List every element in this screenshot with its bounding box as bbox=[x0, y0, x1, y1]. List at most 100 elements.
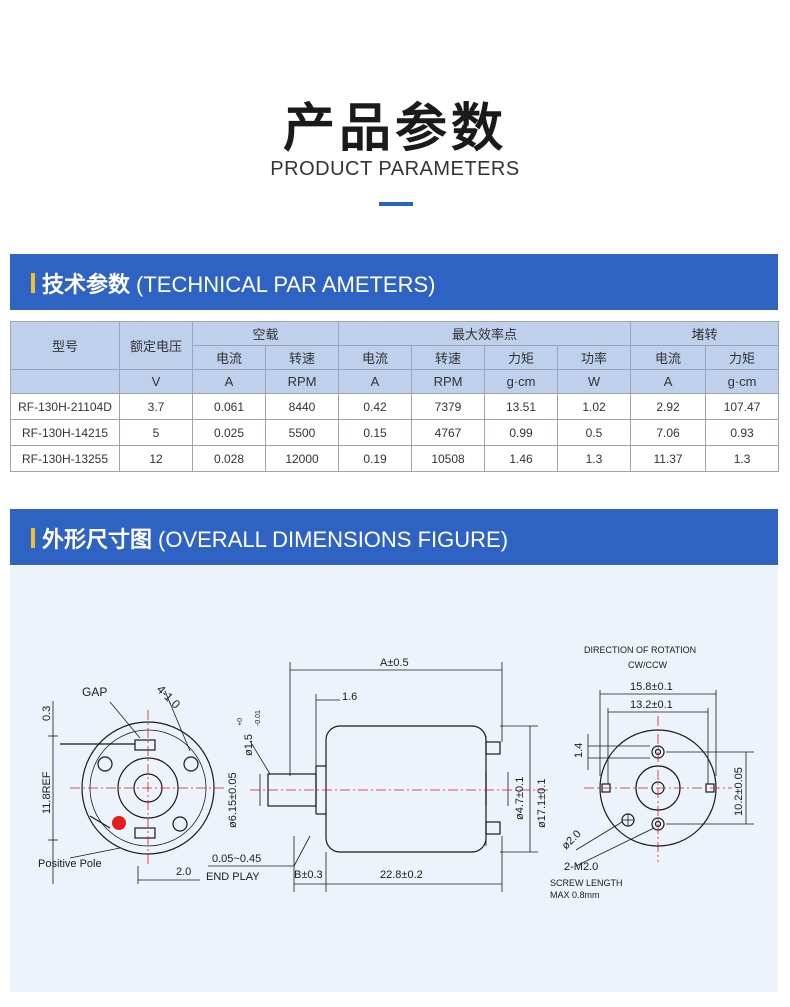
header-cell: 电流 bbox=[338, 345, 413, 370]
table-cell: RF-130H-14215 bbox=[10, 419, 120, 446]
table-units-row: V A RPM A RPM g·cm W A g·cm bbox=[10, 369, 780, 394]
front-view bbox=[575, 690, 754, 867]
table-cell: 0.028 bbox=[192, 445, 266, 472]
section-marker bbox=[31, 273, 35, 293]
table-cell: 107.47 bbox=[705, 393, 780, 420]
table-cell: 13.51 bbox=[484, 393, 559, 420]
table-cell: 0.061 bbox=[192, 393, 266, 420]
header-cell: 电流 bbox=[630, 345, 707, 370]
label-cwccw: CW/CCW bbox=[628, 660, 667, 670]
unit-cell: RPM bbox=[411, 369, 486, 394]
table-cell: 0.42 bbox=[338, 393, 413, 420]
section-marker bbox=[31, 528, 35, 548]
label-end-play: END PLAY bbox=[206, 871, 260, 883]
table-cell: 0.5 bbox=[557, 419, 632, 446]
hole-leader bbox=[575, 821, 623, 851]
label-dim-14: 1.4 bbox=[573, 743, 585, 758]
header-cell: 力矩 bbox=[705, 345, 780, 370]
title-underline bbox=[379, 202, 413, 206]
table-cell: 4767 bbox=[411, 419, 486, 446]
unit-cell: A bbox=[192, 369, 266, 394]
section-title-cn: 技术参数 bbox=[42, 273, 131, 298]
gap-leader bbox=[109, 701, 141, 739]
table-header-row-sub: 电流 转速 电流 转速 力矩 功率 电流 力矩 bbox=[11, 345, 780, 370]
label-screw-length: SCREW LENGTH bbox=[550, 878, 623, 888]
section-header-technical: 技术参数(TECHNICAL PAR AMETERS) bbox=[10, 254, 778, 310]
terminal-top-side bbox=[485, 741, 501, 755]
table-header-row-groups: 型号 额定电压 空载 最大效率点 堵转 bbox=[10, 321, 780, 370]
label-dim-16: 1.6 bbox=[342, 691, 357, 703]
pole-leader bbox=[69, 847, 121, 859]
terminal-top bbox=[134, 739, 156, 751]
label-dim-102: 10.2±0.05 bbox=[733, 767, 745, 816]
label-dim-132: 13.2±0.1 bbox=[630, 699, 673, 711]
cap-hole bbox=[172, 816, 188, 832]
label-end-play-val: 0.05~0.45 bbox=[212, 853, 261, 865]
section-title-technical: 技术参数(TECHNICAL PAR AMETERS) bbox=[42, 267, 436, 299]
section-header-dimensions: 外形尺寸图(OVERALL DIMENSIONS FIGURE) bbox=[10, 509, 778, 565]
header-cell: 转速 bbox=[411, 345, 486, 370]
label-inner-dia: ø4.7±0.1 bbox=[514, 777, 526, 820]
section-title-dimensions: 外形尺寸图(OVERALL DIMENSIONS FIGURE) bbox=[42, 522, 508, 554]
label-shaft-dia: ø1.5 bbox=[243, 734, 255, 756]
label-shaft-tol-up: +0 bbox=[237, 718, 244, 726]
label-body-dia: ø17.1±0.1 bbox=[536, 779, 548, 828]
label-dim-158: 15.8±0.1 bbox=[630, 681, 673, 693]
table-cell: 1.46 bbox=[484, 445, 559, 472]
unit-cell: g·cm bbox=[484, 369, 559, 394]
table-cell: 0.15 bbox=[338, 419, 413, 446]
table-cell: 0.025 bbox=[192, 419, 266, 446]
section-title-en: (OVERALL DIMENSIONS FIGURE) bbox=[158, 527, 509, 552]
header-stall: 堵转 bbox=[630, 321, 780, 346]
motor-body bbox=[325, 725, 487, 853]
label-dim-20: 2.0 bbox=[176, 866, 191, 878]
angle-leader bbox=[164, 690, 191, 752]
label-dim-228: 22.8±0.2 bbox=[380, 869, 423, 881]
header-cell: 电流 bbox=[192, 345, 266, 370]
header-no-load: 空载 bbox=[191, 321, 340, 346]
dimension-drawing: GAP 4-1.0 0.3 11.8REF Positive Pole 2.0 … bbox=[38, 645, 754, 900]
label-shaft-tol-low: -0.01 bbox=[255, 710, 262, 726]
unit-cell: A bbox=[338, 369, 413, 394]
section-title-cn: 外形尺寸图 bbox=[42, 528, 153, 553]
unit-cell: A bbox=[630, 369, 707, 394]
label-hole-dia: ø2.0 bbox=[560, 828, 584, 852]
positive-pole-dot bbox=[112, 816, 126, 830]
table-cell: 7.06 bbox=[630, 419, 707, 446]
label-screw: 2-M2.0 bbox=[564, 861, 598, 873]
table-cell: 7379 bbox=[411, 393, 486, 420]
table-cell: 5500 bbox=[264, 419, 340, 446]
terminal-bottom-side bbox=[485, 821, 501, 835]
table-cell: 8440 bbox=[264, 393, 340, 420]
table-cell: 0.99 bbox=[484, 419, 559, 446]
label-dim-a: A±0.5 bbox=[380, 657, 409, 669]
unit-cell-empty bbox=[10, 369, 120, 394]
header-rated-voltage: 额定电压 bbox=[119, 321, 193, 370]
unit-cell: V bbox=[119, 369, 193, 394]
leader bbox=[249, 740, 271, 775]
table-cell: 0.19 bbox=[338, 445, 413, 472]
header-cell: 力矩 bbox=[484, 345, 559, 370]
label-positive-pole: Positive Pole bbox=[38, 858, 102, 870]
end-cap-view bbox=[48, 690, 215, 884]
table-cell: 12 bbox=[119, 445, 193, 472]
table-cell: 1.3 bbox=[705, 445, 780, 472]
table-cell: 12000 bbox=[264, 445, 340, 472]
table-cell: 11.37 bbox=[630, 445, 707, 472]
screw-leader bbox=[575, 827, 655, 867]
table-cell: 5 bbox=[119, 419, 193, 446]
label-max-length: MAX 0.8mm bbox=[550, 890, 600, 900]
section-title-en: (TECHNICAL PAR AMETERS) bbox=[136, 272, 436, 297]
label-dim-118ref: 11.8REF bbox=[41, 771, 53, 814]
unit-cell: RPM bbox=[264, 369, 340, 394]
table-cell: RF-130H-21104D bbox=[10, 393, 120, 420]
technical-parameters-table: 型号 额定电压 空载 最大效率点 堵转 电流 转速 电流 转速 力矩 功率 电流… bbox=[10, 321, 780, 472]
label-gap: GAP bbox=[82, 685, 107, 699]
terminal-bottom bbox=[134, 827, 156, 839]
label-direction: DIRECTION OF ROTATION bbox=[584, 645, 696, 655]
dimension-drawing-area: GAP 4-1.0 0.3 11.8REF Positive Pole 2.0 … bbox=[10, 566, 778, 992]
header-max-efficiency: 最大效率点 bbox=[338, 321, 632, 346]
table-row: RF-130H-13255 12 0.028 12000 0.19 10508 … bbox=[10, 445, 780, 472]
unit-cell: g·cm bbox=[705, 369, 780, 394]
unit-cell: W bbox=[557, 369, 632, 394]
